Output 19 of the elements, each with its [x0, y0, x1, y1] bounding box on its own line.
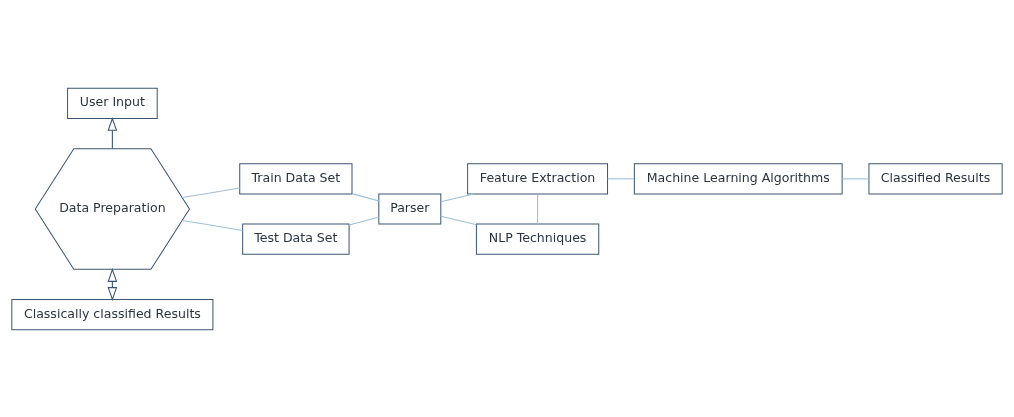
node-box: Classically classified Results: [11, 298, 214, 330]
connector: [607, 177, 635, 179]
node-box: Train Data Set: [239, 162, 353, 194]
connector: [181, 187, 241, 198]
connector: [348, 216, 380, 226]
connector: [440, 215, 477, 225]
node-box: User Input: [67, 87, 158, 119]
node-box: Feature Extraction: [467, 162, 609, 194]
node-box: Parser: [378, 192, 442, 225]
node-box: NLP Techniques: [475, 223, 600, 255]
connector: [841, 177, 870, 179]
connector: [351, 192, 380, 201]
connector: [181, 219, 244, 231]
node-box: Test Data Set: [242, 223, 350, 255]
connector: [440, 192, 475, 202]
arrow: [107, 267, 118, 301]
node-box: Machine Learning Algorithms: [633, 162, 843, 194]
node-box: Classified Results: [868, 162, 1003, 194]
connector: [537, 192, 539, 224]
